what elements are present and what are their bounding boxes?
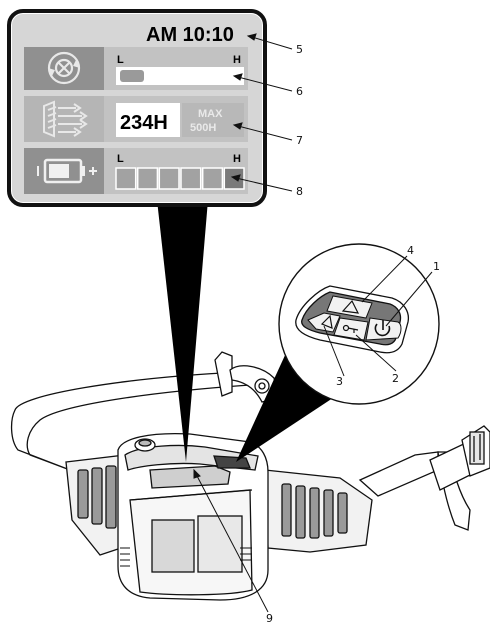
left-button[interactable] — [307, 312, 341, 333]
callout-9: 9 — [266, 612, 273, 622]
battery-status-row: L H — [24, 148, 248, 194]
callout-1: 1 — [433, 260, 440, 273]
right-ribs — [281, 483, 348, 539]
arrow-icon — [341, 299, 360, 314]
filter-bar-fill — [120, 70, 144, 82]
battery-segment — [136, 167, 159, 190]
power-button[interactable] — [365, 317, 402, 341]
powered-unit — [65, 432, 373, 601]
battery-segment — [158, 167, 180, 190]
key-button[interactable] — [333, 317, 369, 341]
battery-segments — [115, 167, 245, 190]
battery-segment — [201, 167, 224, 190]
callout-7: 7 — [296, 134, 303, 147]
clock-readout: AM 10:10 — [146, 24, 234, 46]
belt-clip — [214, 351, 279, 403]
filter-status-row: L H — [24, 47, 248, 90]
battery-segment — [115, 167, 137, 190]
callout-8: 8 — [296, 185, 303, 198]
max-label: MAX — [198, 108, 223, 120]
zoom-beam-display — [157, 200, 208, 462]
callout-6: 6 — [296, 85, 303, 98]
key-icon — [342, 324, 359, 333]
battery-low-label: L — [117, 153, 124, 165]
belt-buckle — [461, 425, 490, 477]
filter-bar-track — [116, 67, 244, 85]
callout-leaders — [193, 33, 433, 613]
filter-low-label: L — [117, 54, 124, 66]
filter-icon — [47, 51, 81, 85]
hours-status-row: 234H MAX 500H — [24, 96, 248, 142]
left-ribs — [77, 465, 117, 529]
callout-2: 2 — [392, 372, 399, 385]
max-hours-value: 500H — [190, 122, 216, 134]
lcd-display: AM 10:10 L H — [7, 9, 267, 207]
battery-high-label: H — [233, 153, 241, 165]
callout-4: 4 — [407, 244, 414, 257]
keypad-inset — [278, 243, 440, 405]
battery-icon — [37, 158, 97, 184]
arrow-button[interactable] — [326, 295, 373, 319]
power-icon — [374, 320, 391, 337]
filter-high-label: H — [233, 54, 241, 66]
callout-3: 3 — [336, 375, 343, 388]
left-arrow-icon — [320, 314, 333, 329]
vent-grille — [120, 547, 252, 567]
hours-value: 234H — [120, 112, 168, 134]
callout-5: 5 — [296, 43, 303, 56]
battery-segment — [180, 167, 202, 190]
airflow-icon — [43, 100, 88, 138]
